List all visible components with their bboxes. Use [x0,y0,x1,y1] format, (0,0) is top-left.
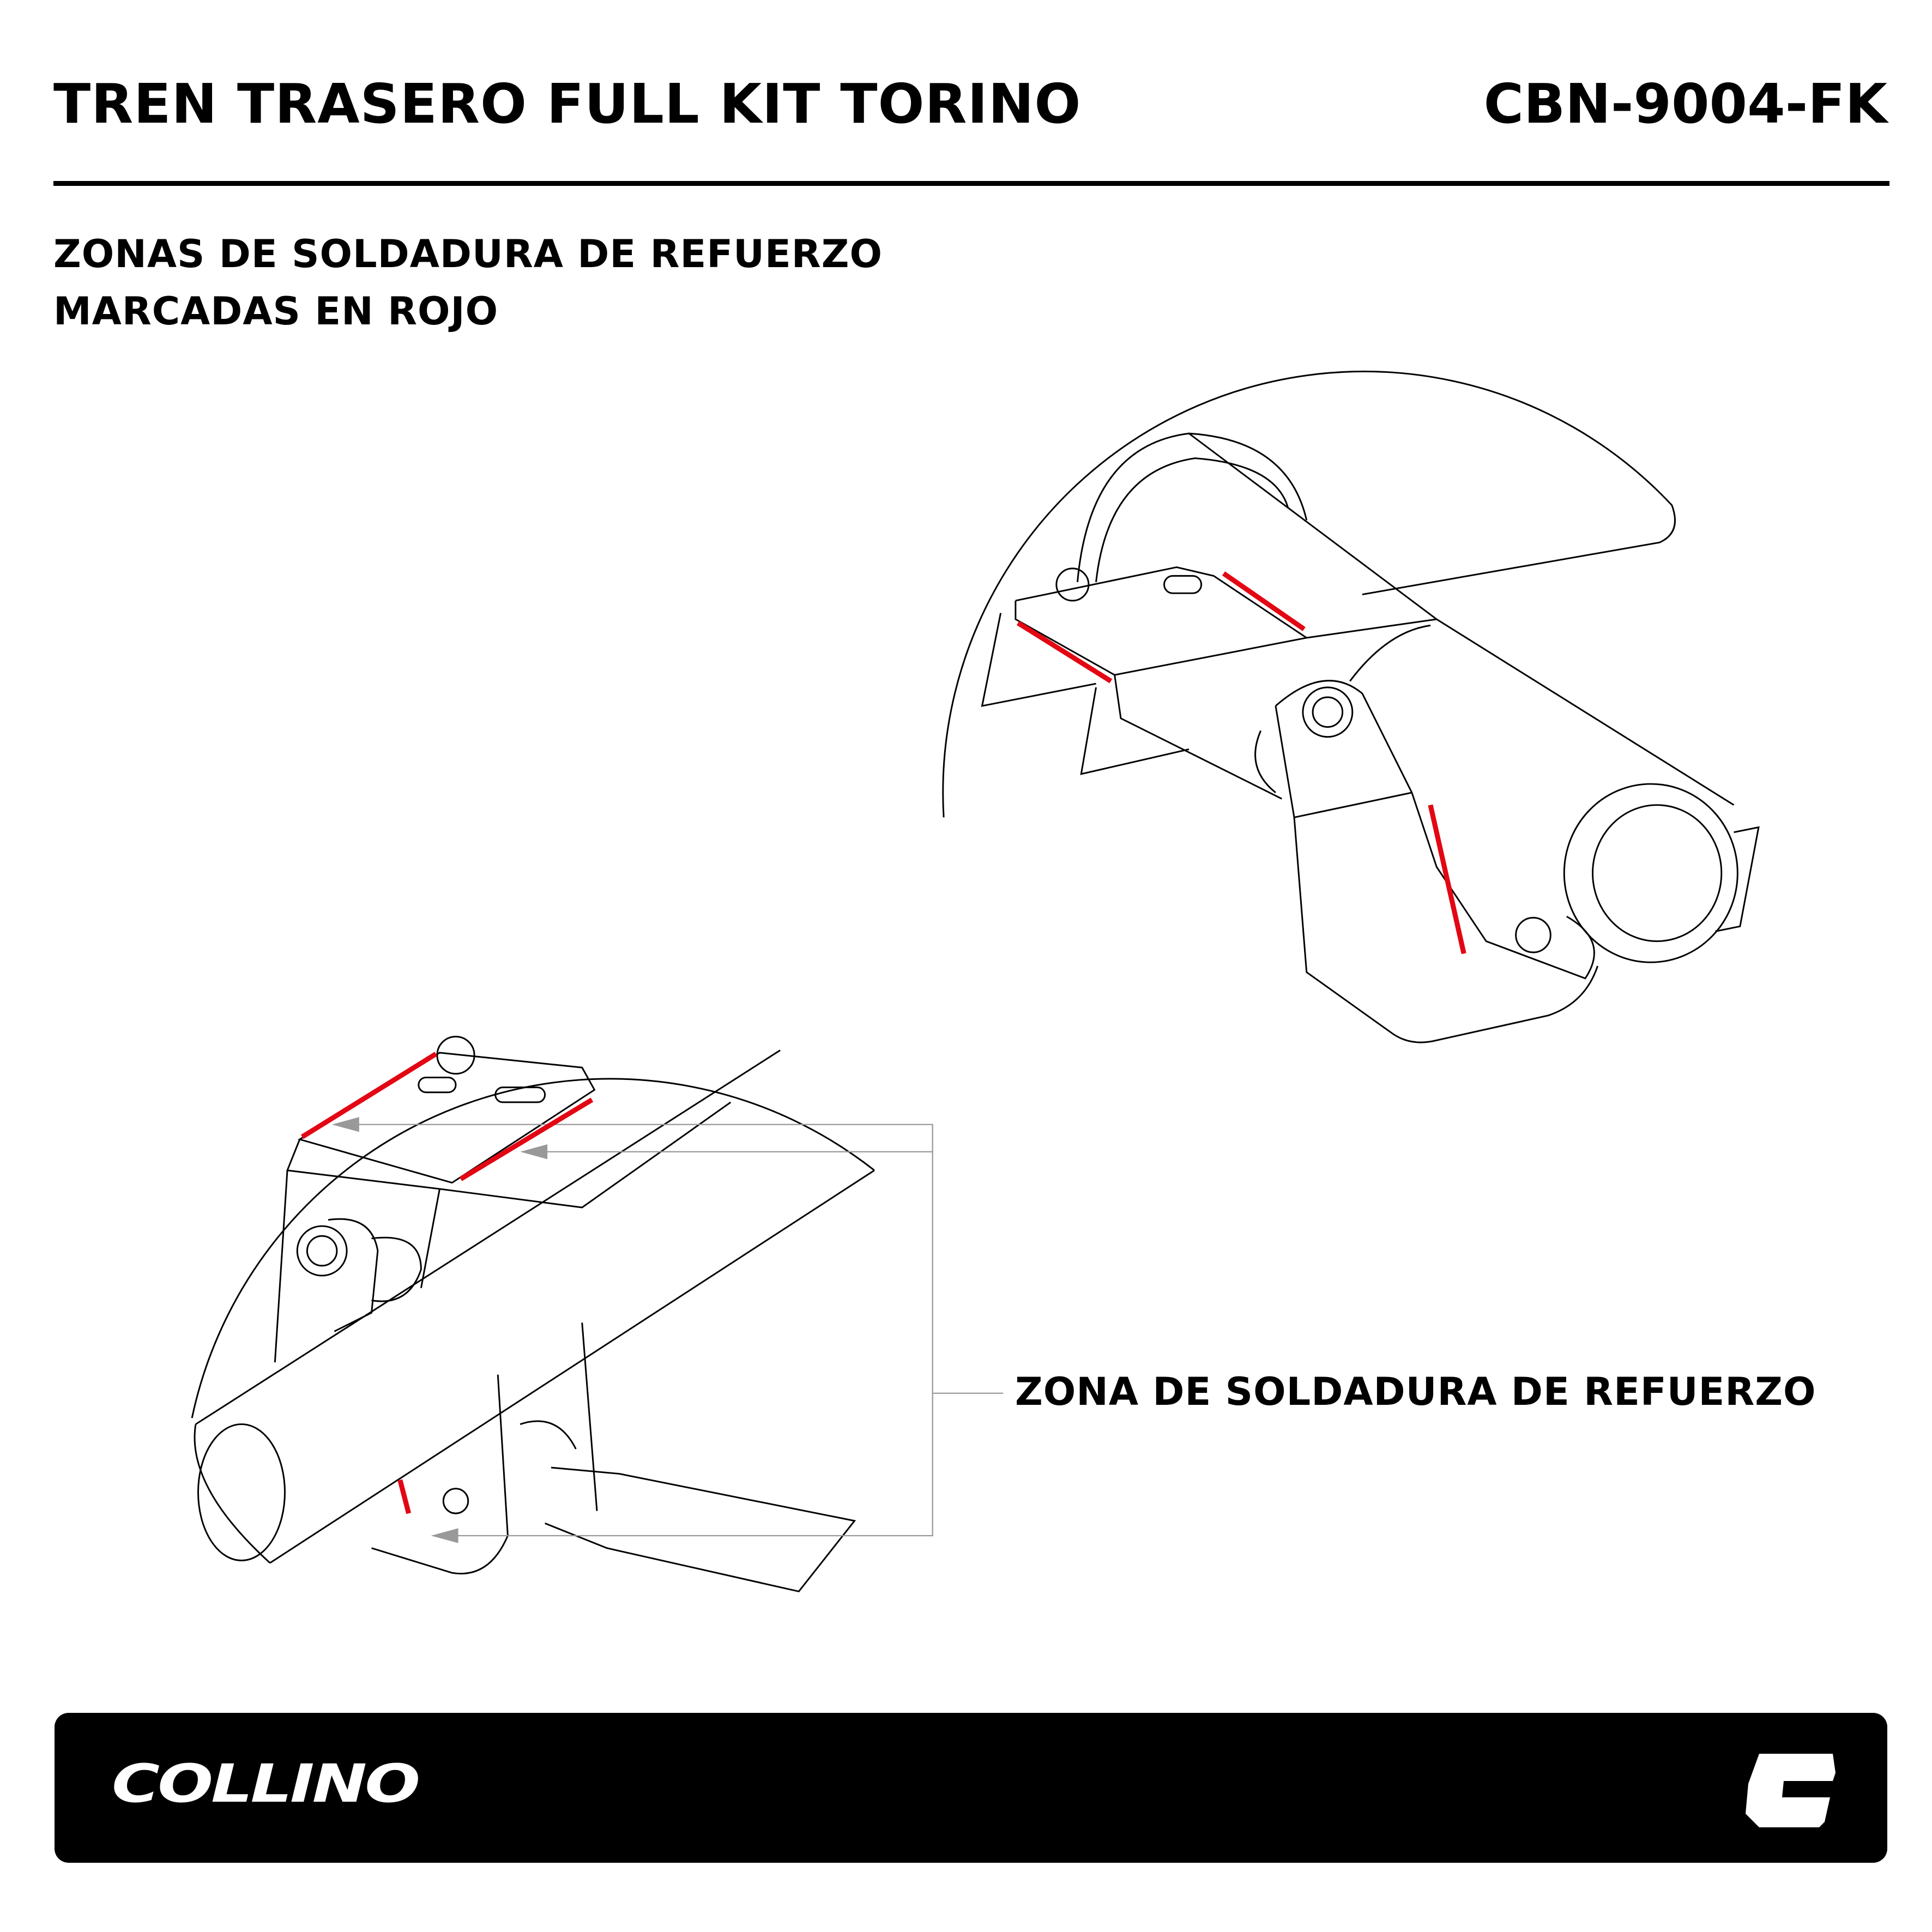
collino-c-logo-icon [1746,1754,1836,1827]
weld-zone-callout: ZONA DE SOLDADURA DE REFUERZO [1015,1369,1816,1414]
page-title: TREN TRASERO FULL KIT TORINO [53,72,1082,136]
detail-view-top [942,371,1760,1043]
subtitle-line-1: ZONAS DE SOLDADURA DE REFUERZO [53,232,883,276]
subtitle-line-2: MARCADAS EN ROJO [53,289,499,334]
detail-view-bottom [191,1036,1004,1592]
part-code: CBN-9004-FK [1483,72,1887,136]
header-divider [53,181,1889,186]
brand-logo: COLLINO [112,1754,420,1815]
footer-bar: COLLINO [55,1713,1887,1863]
